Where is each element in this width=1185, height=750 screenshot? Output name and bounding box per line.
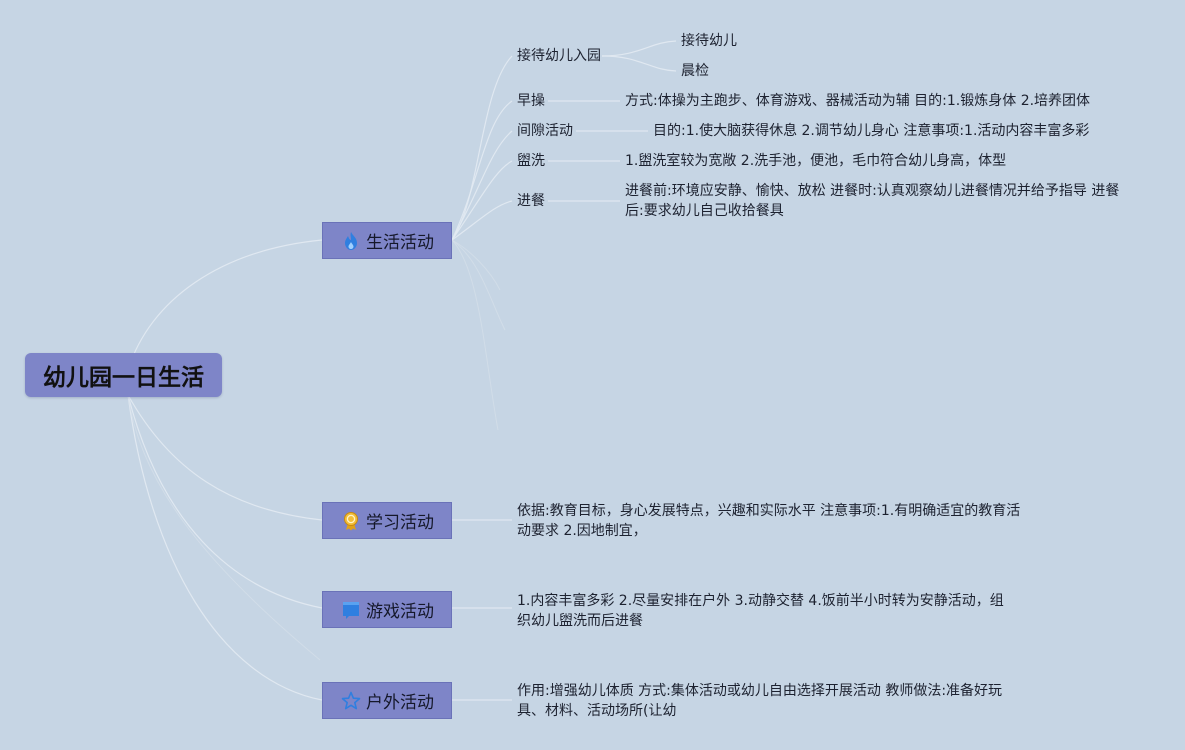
detail-dining: 进餐前:环境应安静、愉快、放松 进餐时:认真观察幼儿进餐情况并给予指导 进餐后:… [625, 183, 1120, 219]
sub-node-morning-exercise[interactable]: 早操 [517, 93, 545, 109]
branch-label: 学习活动 [366, 513, 434, 533]
flame-icon [341, 231, 361, 251]
branch-label: 户外活动 [366, 693, 434, 713]
detail-interval-activity: 目的:1.使大脑获得休息 2.调节幼儿身心 注意事项:1.活动内容丰富多彩 [653, 123, 1090, 139]
detail-washing: 1.盥洗室较为宽敞 2.洗手池，便池，毛巾符合幼儿身高，体型 [625, 153, 1007, 169]
leaf-node-receive-child[interactable]: 接待幼儿 [681, 33, 737, 49]
branch-label: 生活活动 [366, 233, 434, 253]
root-node[interactable]: 幼儿园一日生活 [25, 353, 222, 397]
sub-node-washing[interactable]: 盥洗 [517, 153, 545, 169]
detail-morning-exercise: 方式:体操为主跑步、体育游戏、器械活动为辅 目的:1.锻炼身体 2.培养团体 [625, 93, 1091, 109]
detail-outdoor-activity: 作用:增强幼儿体质 方式:集体活动或幼儿自由选择开展活动 教师做法:准备好玩具、… [517, 683, 1003, 719]
branch-game-activity[interactable]: 游戏活动 [322, 591, 452, 628]
sub-node-reception[interactable]: 接待幼儿入园 [517, 48, 601, 64]
branch-life-activity[interactable]: 生活活动 [322, 222, 452, 259]
detail-game-activity: 1.内容丰富多彩 2.尽量安排在户外 3.动静交替 4.饭前半小时转为安静活动，… [517, 593, 1004, 629]
leaf-node-morning-check[interactable]: 晨检 [681, 63, 709, 79]
branch-label: 游戏活动 [366, 602, 434, 622]
star-icon [341, 691, 361, 711]
sub-node-dining[interactable]: 进餐 [517, 193, 545, 209]
detail-learning-activity: 依据:教育目标，身心发展特点，兴趣和实际水平 注意事项:1.有明确适宜的教育活动… [517, 503, 1021, 539]
medal-icon [341, 511, 361, 531]
flag-icon [341, 600, 361, 620]
branch-learning-activity[interactable]: 学习活动 [322, 502, 452, 539]
sub-node-interval-activity[interactable]: 间隙活动 [517, 123, 573, 139]
branch-outdoor-activity[interactable]: 户外活动 [322, 682, 452, 719]
